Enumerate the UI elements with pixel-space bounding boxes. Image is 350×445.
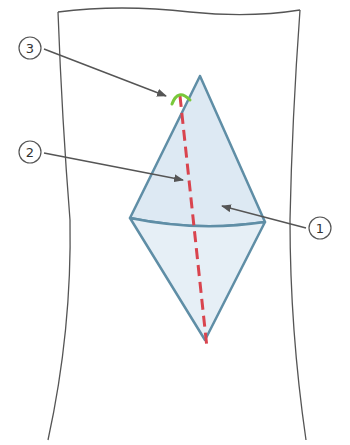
callout-circle bbox=[19, 37, 41, 59]
lower-triangle bbox=[130, 218, 265, 340]
limb-left-edge bbox=[48, 12, 70, 440]
callout-number: 3 bbox=[26, 42, 34, 55]
leader-arrow bbox=[44, 49, 166, 96]
callout-circle bbox=[19, 141, 41, 163]
orientation-mark bbox=[172, 95, 190, 104]
callout-circle bbox=[309, 217, 331, 239]
leader-arrow bbox=[222, 206, 306, 228]
callout-number: 2 bbox=[26, 146, 34, 159]
incision-line bbox=[180, 96, 207, 348]
limb-top-edge bbox=[58, 8, 300, 15]
leader-arrow bbox=[44, 153, 183, 180]
upper-triangle bbox=[130, 76, 265, 226]
callout-number: 1 bbox=[316, 222, 324, 235]
